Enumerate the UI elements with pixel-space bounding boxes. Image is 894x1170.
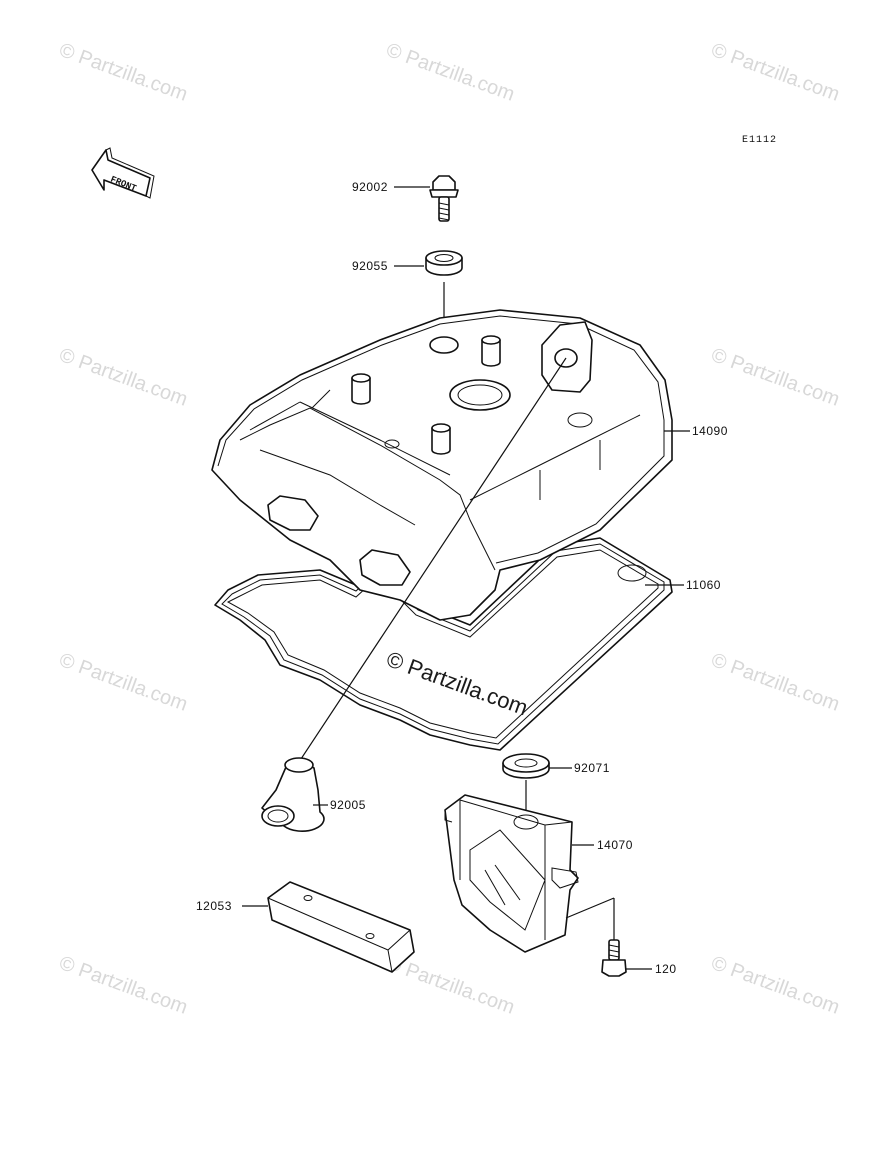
- watermark: © Partzilla.com: [56, 952, 190, 1019]
- part-label: 14090: [692, 424, 728, 438]
- bolt-120[interactable]: [601, 939, 627, 977]
- part-label: 92005: [330, 798, 366, 812]
- watermark: © Partzilla.com: [708, 344, 842, 411]
- watermark: © Partzilla.com: [708, 39, 842, 106]
- watermark: © Partzilla.com: [56, 344, 190, 411]
- part-label: 14070: [597, 838, 633, 852]
- bolt-92002[interactable]: [429, 175, 459, 222]
- part-label: 12053: [196, 899, 232, 913]
- watermark: © Partzilla.com: [56, 39, 190, 106]
- part-label: 11060: [686, 578, 721, 592]
- washer-92055[interactable]: [425, 250, 463, 276]
- part-label: 92055: [352, 259, 388, 273]
- bracket-14070[interactable]: [444, 794, 579, 953]
- front-arrow-icon: FRONT: [91, 147, 155, 199]
- cylinder-head-cover-14090[interactable]: [211, 309, 673, 621]
- pad-12053[interactable]: [267, 881, 415, 973]
- diagram-code: E1112: [742, 135, 777, 146]
- watermark: © Partzilla.com: [708, 952, 842, 1019]
- tube-92005[interactable]: [261, 757, 325, 832]
- part-label: 120: [655, 962, 677, 976]
- part-label: 92002: [352, 180, 388, 194]
- center-watermark: © Partzilla.com: [383, 646, 531, 720]
- watermark: © Partzilla.com: [56, 649, 190, 716]
- part-label: 92071: [574, 761, 610, 775]
- watermark: © Partzilla.com: [708, 649, 842, 716]
- watermark: © Partzilla.com: [383, 39, 517, 106]
- grommet-92071[interactable]: [502, 753, 550, 779]
